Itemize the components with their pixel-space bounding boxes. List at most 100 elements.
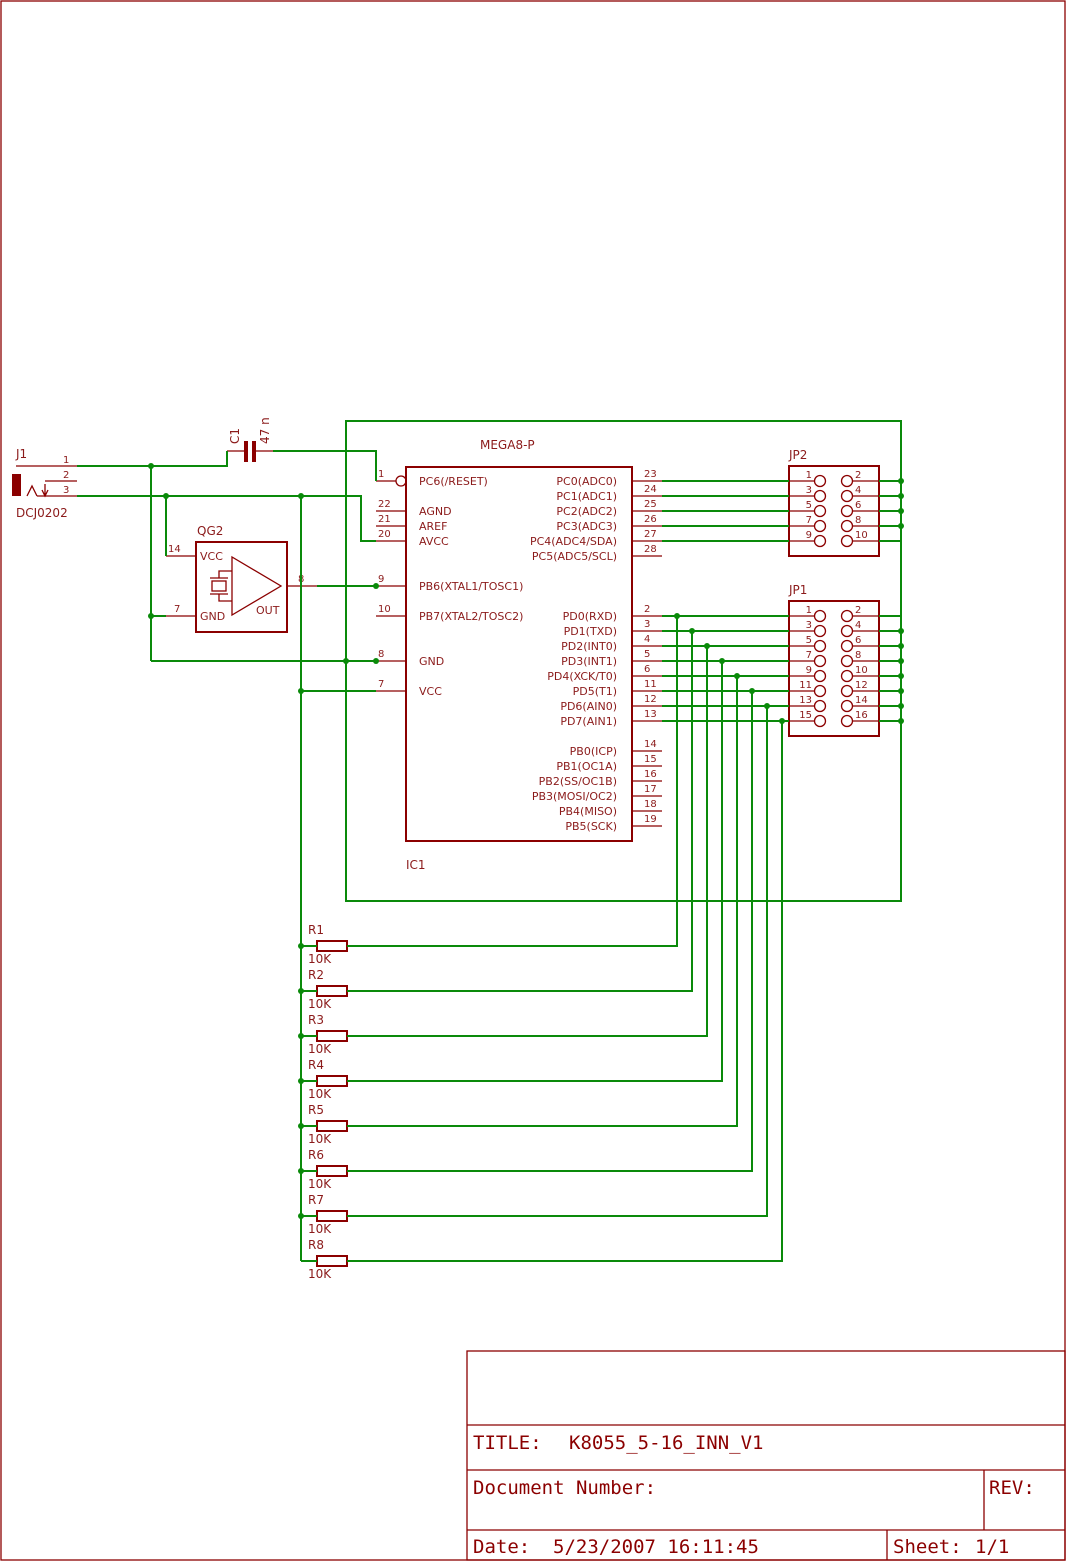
j1-name: J1: [15, 447, 27, 461]
ic1-right-pin-signal: PB3(MOSI/OC2): [532, 790, 617, 803]
wire-resistor-pd: [347, 631, 693, 992]
jp2-pin-pad[interactable]: [813, 474, 827, 488]
doc-number-label: Document Number:: [473, 1477, 656, 1499]
jp1-pin-pad[interactable]: [813, 639, 827, 653]
resistor-body[interactable]: [316, 940, 348, 952]
resistor-body[interactable]: [316, 1255, 348, 1267]
jp1-pin-pad[interactable]: [813, 714, 827, 728]
jp1-pin-pad[interactable]: [840, 639, 854, 653]
junction-dot: [898, 658, 904, 664]
jp1-pin-pad[interactable]: [840, 699, 854, 713]
rev-label: REV:: [989, 1477, 1035, 1499]
ic1-right-pins: 23PC0(ADC0)24PC1(ADC1)25PC2(ADC2)26PC3(A…: [530, 469, 662, 833]
resistor-value: 10K: [308, 1087, 332, 1101]
ic1-right-pin-signal: PC4(ADC4/SDA): [530, 535, 617, 548]
ic1-body: [405, 466, 633, 842]
ic1-left-pin-num: 1: [378, 469, 384, 480]
junction-dot: [298, 1213, 304, 1219]
jp2-pin-pad[interactable]: [813, 489, 827, 503]
jp2-pin-pad[interactable]: [840, 534, 854, 548]
junction-dot: [343, 658, 349, 664]
resistor-body[interactable]: [316, 1120, 348, 1132]
part-c1[interactable]: C1 47 n: [227, 417, 273, 462]
ic1-left-pin-num: 9: [378, 574, 384, 585]
c1-value: 47 n: [258, 417, 272, 444]
resistor-body[interactable]: [316, 985, 348, 997]
jp1-pin-pad[interactable]: [840, 654, 854, 668]
resistor-body[interactable]: [316, 1165, 348, 1177]
wire-resistor-pd: [347, 646, 708, 1037]
jp2-pin-pad[interactable]: [840, 474, 854, 488]
qg2-pin-vcc-num: 14: [168, 544, 181, 555]
jp1-pin-pad[interactable]: [840, 624, 854, 638]
jp1-pin-pad[interactable]: [813, 654, 827, 668]
ic1-right-pin-num: 24: [644, 484, 657, 495]
junction-dot: [734, 673, 740, 679]
ic1-right-pin-signal: PD7(AIN1): [560, 715, 617, 728]
j1-pin2-num: 2: [63, 470, 69, 481]
ic1-right-pin-num: 13: [644, 709, 657, 720]
qg2-out-label: OUT: [256, 604, 280, 617]
resistor-body[interactable]: [316, 1030, 348, 1042]
jp1-pin-pad[interactable]: [813, 699, 827, 713]
jp1-pin-pad[interactable]: [813, 669, 827, 683]
ic1-right-pin-signal: PC5(ADC5/SCL): [532, 550, 617, 563]
ic1-right-pin-num: 11: [644, 679, 657, 690]
ic1-left-pin-num: 10: [378, 604, 391, 615]
ic1-right-pin-signal: PB2(SS/OC1B): [539, 775, 617, 788]
qg2-buffer-triangle: [231, 555, 283, 617]
net-wires: [77, 420, 904, 1262]
jp2-pin-pad[interactable]: [840, 519, 854, 533]
junction-dot: [898, 523, 904, 529]
jp1-pin-pad[interactable]: [840, 669, 854, 683]
sheet-label: Sheet:: [893, 1536, 962, 1558]
ic1-right-pin-signal: PC1(ADC1): [556, 490, 617, 503]
resistor-body[interactable]: [316, 1075, 348, 1087]
junction-dot: [898, 628, 904, 634]
qg2-crystal: [211, 580, 227, 592]
ic1-left-pin-signal: GND: [419, 655, 444, 668]
jp1-pin-pad[interactable]: [813, 684, 827, 698]
qg2-gnd-label: GND: [200, 610, 225, 623]
ic1-right-pin-signal: PB0(ICP): [570, 745, 617, 758]
jp1-pin-pad[interactable]: [840, 684, 854, 698]
jp1-pin-num-even: 10: [855, 665, 868, 676]
jp2-pin-pad[interactable]: [813, 534, 827, 548]
jp2-pin-pad[interactable]: [813, 519, 827, 533]
jp1-pin-pad[interactable]: [813, 624, 827, 638]
junction-dot: [898, 673, 904, 679]
qg2-name: QG2: [197, 524, 223, 538]
part-ic1[interactable]: MEGA8-P IC1 1PC6(/RESET)22AGND21AREF20AV…: [376, 438, 662, 872]
resistor-name: R2: [308, 968, 324, 982]
j1-value: DCJ0202: [16, 506, 68, 520]
junction-dot: [298, 493, 304, 499]
resistor-body[interactable]: [316, 1210, 348, 1222]
junction-dot: [764, 703, 770, 709]
part-j1[interactable]: J1 DCJ0202 1 2 3: [12, 447, 77, 520]
jp2-pin-num-even: 8: [855, 515, 861, 526]
jp1-pin-pad[interactable]: [813, 609, 827, 623]
ic1-right-pin-signal: PD4(XCK/T0): [547, 670, 617, 683]
junction-dot: [373, 658, 379, 664]
resistor-value: 10K: [308, 1267, 332, 1281]
ic1-left-pin-signal: AREF: [419, 520, 447, 533]
jp1-pin-pad[interactable]: [840, 714, 854, 728]
wire-resistor-pd: [347, 691, 753, 1172]
ic1-right-pin-num: 19: [644, 814, 657, 825]
jp2-pin-pad[interactable]: [813, 504, 827, 518]
jp2-pin-pad[interactable]: [840, 489, 854, 503]
jp1-pin-pad[interactable]: [840, 609, 854, 623]
junction-dot: [298, 1078, 304, 1084]
part-qg2[interactable]: QG2 VCC GND OUT 14 7 8: [166, 524, 317, 633]
junction-dot: [298, 1168, 304, 1174]
date-label: Date:: [473, 1536, 530, 1558]
ic1-right-pin-signal: PB4(MISO): [559, 805, 617, 818]
junction-dot: [298, 1033, 304, 1039]
jp2-pin-num-even: 2: [855, 470, 861, 481]
jp2-pin-pad[interactable]: [840, 504, 854, 518]
